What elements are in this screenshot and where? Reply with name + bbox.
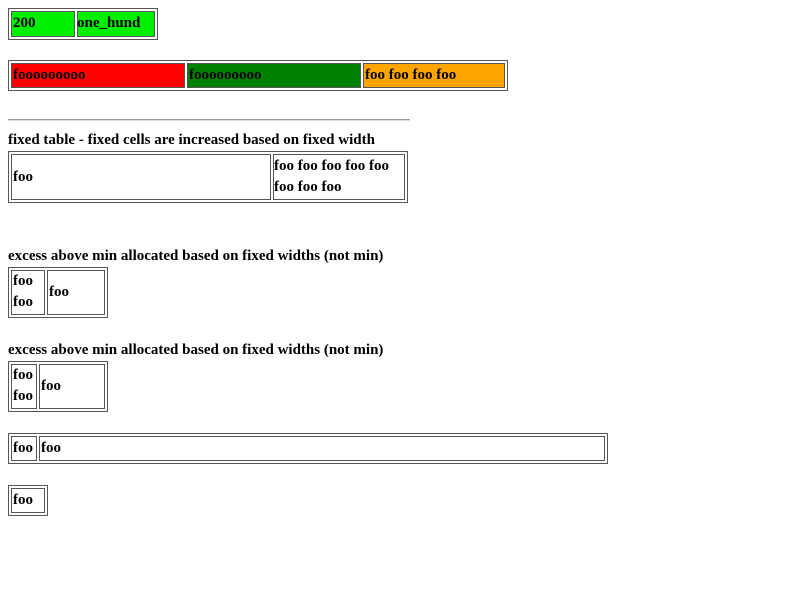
table-cell [39, 436, 605, 461]
table-cell [11, 488, 45, 513]
table-excess-2 [8, 361, 108, 412]
cell-text: foo [13, 169, 33, 185]
cell-text: one_hund [77, 15, 141, 31]
horizontal-rule [8, 119, 410, 121]
cell-text: foo [13, 273, 33, 289]
cell-text: foo [13, 440, 33, 456]
table-caption: fixed table - fixed cells are increased … [8, 132, 375, 148]
cell-text: foo foo foo [274, 179, 342, 195]
cell-text: fooooooooo [189, 67, 262, 83]
cell-text: foo [41, 440, 61, 456]
table-colored [8, 60, 508, 91]
cell-text: 200 [13, 15, 36, 31]
table-cell [11, 11, 75, 37]
table-cell [47, 270, 105, 315]
table-small [8, 485, 48, 516]
table-cell [77, 11, 155, 37]
cell-text: foo [49, 284, 69, 300]
table-excess [8, 267, 108, 318]
table-cell [11, 436, 37, 461]
table-green [8, 8, 158, 40]
table-cell [273, 154, 405, 200]
table-cell [11, 154, 271, 200]
table-cell [11, 270, 45, 315]
table-caption: excess above min allocated based on fixe… [8, 342, 384, 358]
cell-text: foo [13, 367, 33, 383]
table-cell [11, 364, 37, 409]
cell-text: foo [13, 294, 33, 310]
cell-text: foo [41, 378, 61, 394]
cell-text: foo foo foo foo foo [274, 158, 389, 174]
table-cell-red [11, 63, 185, 88]
table-cell [39, 364, 105, 409]
table-fixed [8, 151, 408, 203]
cell-text: foo [13, 388, 33, 404]
table-caption: excess above min allocated based on fixe… [8, 248, 384, 264]
table-wide [8, 433, 608, 464]
cell-text: foo [13, 492, 33, 508]
table-cell-orange [363, 63, 505, 88]
cell-text: fooooooooo [13, 67, 86, 83]
cell-text: foo foo foo foo [365, 67, 457, 83]
table-cell-green [187, 63, 361, 88]
